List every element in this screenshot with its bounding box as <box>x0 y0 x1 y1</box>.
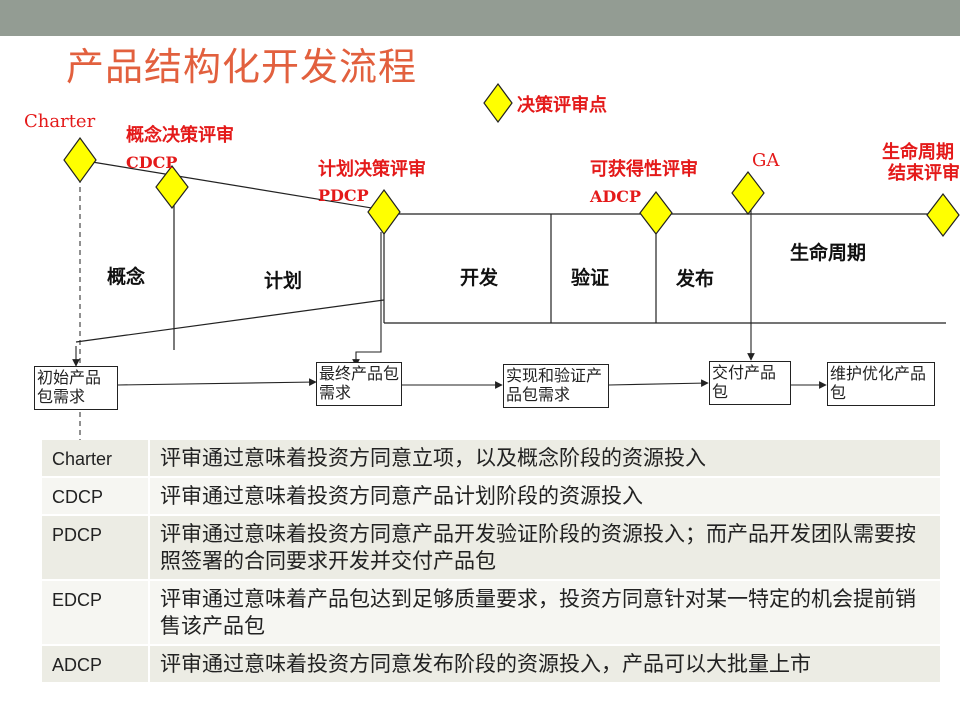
glossary-term: CDCP <box>42 478 150 516</box>
phase-lifecycle: 生命周期 <box>790 242 867 264</box>
pdcp-code-label: PDCP <box>318 186 369 205</box>
table-row: ADCP 评审通过意味着投资方同意发布阶段的资源投入，产品可以大批量上市 <box>42 646 940 684</box>
eol-label-line1: 生命周期 <box>882 142 954 163</box>
deliverable-final-box: 最终产品包需求 <box>316 362 402 406</box>
phase-verify: 验证 <box>571 267 610 289</box>
deliverable-initial-box: 初始产品包需求 <box>34 366 118 410</box>
glossary-definition: 评审通过意味着投资方同意产品计划阶段的资源投入 <box>150 478 940 516</box>
glossary-definition: 评审通过意味着投资方同意发布阶段的资源投入，产品可以大批量上市 <box>150 646 940 684</box>
funnel-top-edge-1 <box>79 159 385 211</box>
phase-launch: 发布 <box>676 268 715 290</box>
deliverable-implement-box: 实现和验证产品包需求 <box>503 364 609 408</box>
ga-diamond-icon <box>731 171 765 215</box>
eol-label-line2: 结束评审 <box>888 163 960 184</box>
arrow-implement-to-deliver <box>608 379 709 387</box>
process-diagram <box>63 82 960 440</box>
table-row: CDCP 评审通过意味着投资方同意产品计划阶段的资源投入 <box>42 478 940 516</box>
deliverable-deliver-box: 交付产品包 <box>709 361 791 405</box>
legend-label: 决策评审点 <box>517 95 607 116</box>
glossary-term: PDCP <box>42 516 150 581</box>
table-row: EDCP 评审通过意味着产品包达到足够质量要求，投资方同意针对某一特定的机会提前… <box>42 581 940 646</box>
adcp-name-label: 可获得性评审 <box>590 159 698 180</box>
table-row: Charter 评审通过意味着投资方同意立项，以及概念阶段的资源投入 <box>42 440 940 478</box>
pdcp-name-label: 计划决策评审 <box>318 159 426 180</box>
pdcp-diamond-icon <box>367 188 401 236</box>
adcp-code-label: ADCP <box>590 187 642 206</box>
glossary-definition: 评审通过意味着投资方同意产品开发验证阶段的资源投入；而产品开发团队需要按照签署的… <box>150 516 940 581</box>
glossary-definition: 评审通过意味着投资方同意立项，以及概念阶段的资源投入 <box>150 440 940 478</box>
top-banner <box>0 0 960 36</box>
adcp-diamond-icon <box>639 191 673 235</box>
deliverable-maintain-box: 维护优化产品包 <box>827 362 935 406</box>
charter-label: Charter <box>24 111 96 132</box>
charter-diamond-icon <box>63 136 97 184</box>
phase-plan: 计划 <box>264 270 303 292</box>
funnel-bottom-edge <box>75 299 385 343</box>
cdcp-code-label: CDCP <box>126 153 178 172</box>
page-title: 产品结构化开发流程 <box>66 45 418 89</box>
cdcp-name-label: 概念决策评审 <box>126 125 234 146</box>
cdcp-diamond-icon <box>155 165 189 209</box>
glossary-term: EDCP <box>42 581 150 646</box>
legend-diamond-icon <box>483 82 513 124</box>
glossary-term: Charter <box>42 440 150 478</box>
phase-develop: 开发 <box>460 267 499 289</box>
arrow-initial-to-final <box>117 378 317 386</box>
glossary-definition: 评审通过意味着产品包达到足够质量要求，投资方同意针对某一特定的机会提前销售该产品… <box>150 581 940 646</box>
table-row: PDCP 评审通过意味着投资方同意产品开发验证阶段的资源投入；而产品开发团队需要… <box>42 516 940 581</box>
phase-concept: 概念 <box>107 266 146 288</box>
glossary-term: ADCP <box>42 646 150 684</box>
ga-label: GA <box>752 150 780 171</box>
eol-diamond-icon <box>926 193 960 237</box>
glossary-table: Charter 评审通过意味着投资方同意立项，以及概念阶段的资源投入 CDCP … <box>42 440 940 684</box>
arrow-pdcp-to-final <box>352 232 382 367</box>
